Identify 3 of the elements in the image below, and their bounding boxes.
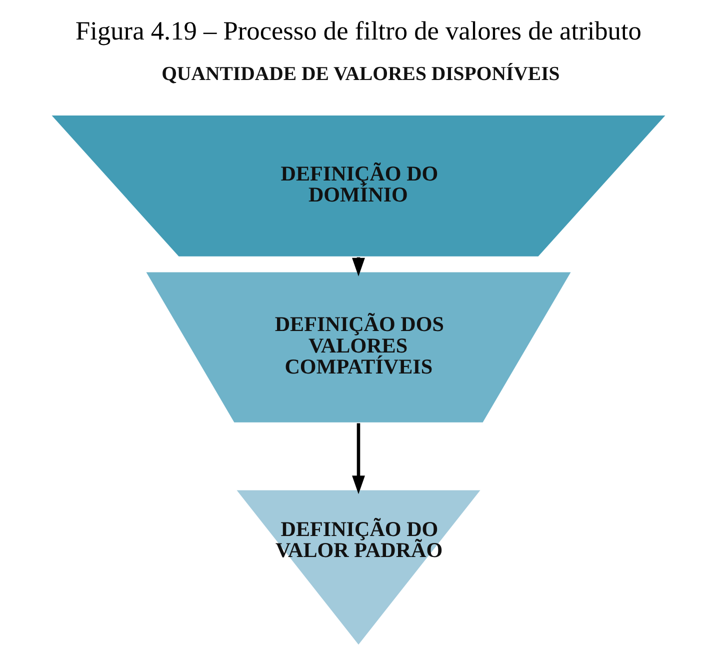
arrow: [352, 423, 365, 494]
diagram-title: Figura 4.19 – Processo de filtro de valores de atributo: [76, 16, 642, 46]
label: QUANTIDADE DE VALORES DISPONÍVEIS: [162, 62, 560, 85]
